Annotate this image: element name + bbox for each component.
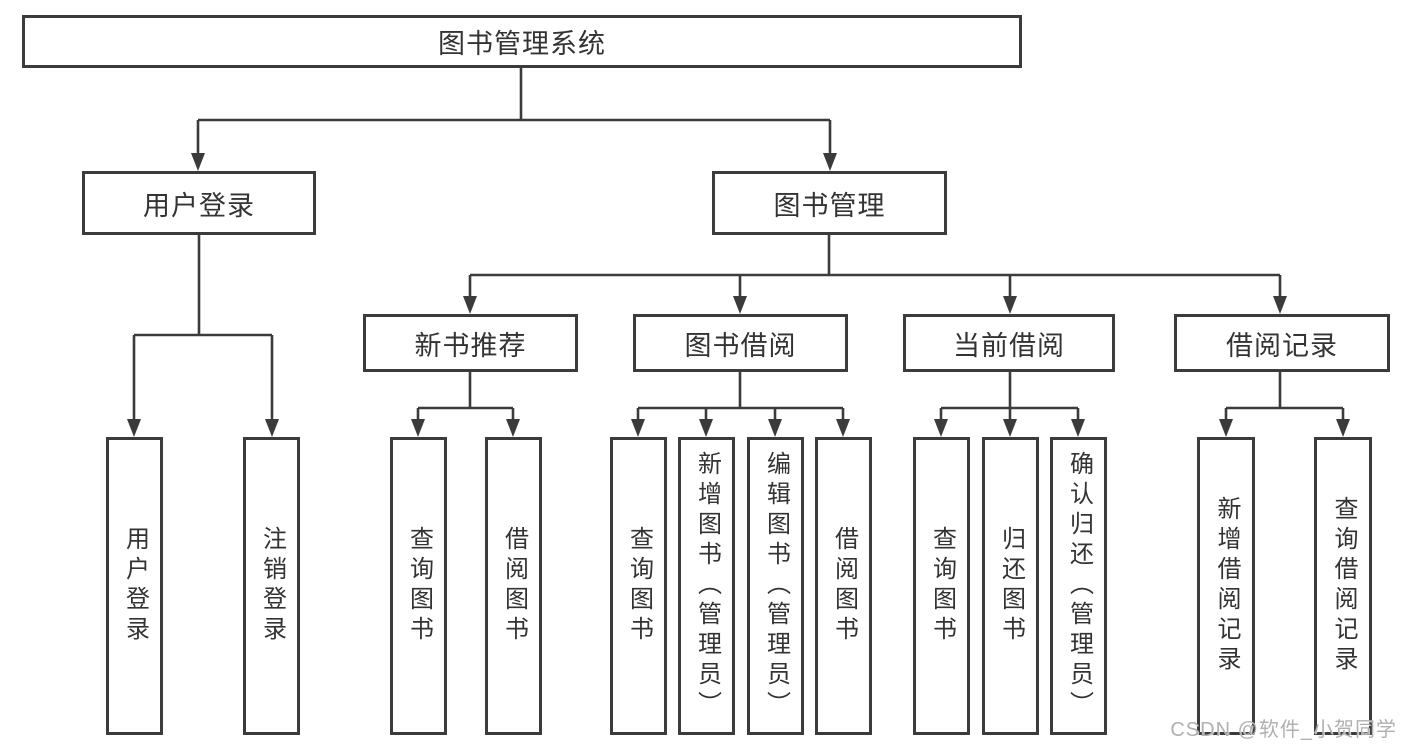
node-leaf-cb-return-book: 归还图书 [982,437,1039,735]
node-current-borrow: 当前借阅 [903,314,1115,372]
node-label: 注销登录 [258,526,286,646]
node-label: 图书管理 [773,190,886,221]
arrowhead-icon [463,296,477,314]
node-leaf-bb-borrow-book: 借阅图书 [815,437,872,735]
node-book-management: 图书管理 [712,171,947,235]
node-leaf-user-login: 用户登录 [106,437,163,735]
node-leaf-nbr-borrow-book: 借阅图书 [485,437,542,735]
node-borrow-records: 借阅记录 [1174,314,1390,372]
node-label: 编辑图书（管理员） [762,451,790,721]
node-label: 新书推荐 [414,330,527,361]
node-leaf-nbr-query-book: 查询图书 [390,437,447,735]
node-label: 新增借阅记录 [1213,496,1240,676]
node-label: 确认归还（管理员） [1065,451,1093,721]
node-leaf-logout: 注销登录 [243,437,300,735]
arrowhead-icon [1003,296,1017,314]
watermark: CSDN @软件_小贺同学 [1170,719,1397,741]
arrowhead-icon [836,419,850,437]
node-label: 用户登录 [121,526,149,646]
node-label: 用户登录 [143,190,255,221]
arrowhead-icon [1219,419,1233,437]
arrowhead-icon [506,419,520,437]
node-label: 查询图书 [928,526,956,646]
node-label: 查询借阅记录 [1330,496,1357,676]
arrowhead-icon [733,296,747,314]
node-leaf-br-query-record: 查询借阅记录 [1314,437,1372,735]
node-leaf-bb-add-book: 新增图书（管理员） [678,437,735,735]
node-root: 图书管理系统 [22,15,1022,68]
node-label: 新增图书（管理员） [693,451,721,721]
node-label: 借阅记录 [1226,330,1338,361]
arrowhead-icon [934,419,948,437]
node-label: 图书借阅 [684,330,797,361]
node-leaf-br-add-record: 新增借阅记录 [1197,437,1255,735]
arrowhead-icon [699,419,713,437]
arrowhead-icon [1003,419,1017,437]
arrowhead-icon [1273,296,1287,314]
arrowhead-icon [1071,419,1085,437]
arrowhead-icon [1336,419,1350,437]
node-label: 查询图书 [625,526,653,646]
arrowhead-icon [768,419,782,437]
node-leaf-bb-edit-book: 编辑图书（管理员） [747,437,804,735]
node-label: 查询图书 [405,526,433,646]
node-new-book-recommend: 新书推荐 [363,314,578,372]
node-label: 图书管理系统 [438,29,606,59]
arrowhead-icon [631,419,645,437]
node-label: 借阅图书 [500,526,528,646]
arrowhead-icon [265,419,279,437]
node-leaf-cb-confirm-return: 确认归还（管理员） [1050,437,1107,735]
node-leaf-bb-query-book: 查询图书 [610,437,667,735]
arrowhead-icon [191,153,205,171]
arrowhead-icon [127,419,141,437]
node-user-login: 用户登录 [82,171,316,235]
node-book-borrow: 图书借阅 [633,314,848,372]
arrowhead-icon [411,419,425,437]
node-label: 归还图书 [997,526,1025,646]
node-label: 借阅图书 [830,526,858,646]
arrowhead-icon [823,153,837,171]
node-label: 当前借阅 [953,330,1065,361]
node-leaf-cb-query-book: 查询图书 [913,437,970,735]
